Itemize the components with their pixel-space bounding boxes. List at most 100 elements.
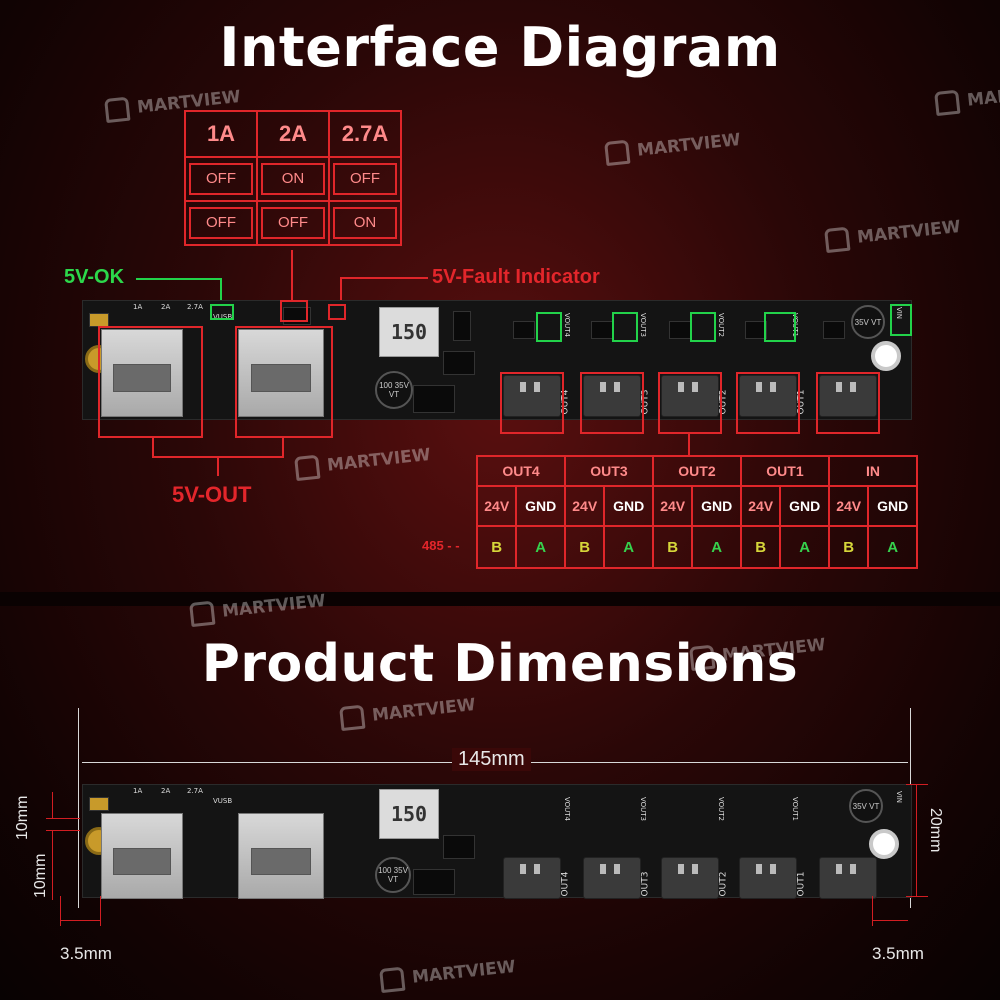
switch-leader-line xyxy=(291,250,293,300)
pin-b: B xyxy=(827,525,870,569)
dim-usb-spacing: 10mm xyxy=(32,853,49,898)
pin-b: B xyxy=(739,525,782,569)
out2-connector-highlight xyxy=(658,372,722,434)
dim-usb-offset: 10mm xyxy=(14,795,31,840)
usb-highlight-2 xyxy=(235,326,333,438)
pin-a: A xyxy=(515,525,566,569)
silk-vin: VIN xyxy=(895,790,904,804)
watermark-logo-icon xyxy=(824,226,851,254)
fuse-out2 xyxy=(669,321,691,339)
switch-cell: ON xyxy=(256,156,330,202)
switch-cell: ON xyxy=(328,200,402,246)
pin-gnd: GND xyxy=(603,485,654,527)
5v-ok-leader xyxy=(136,278,222,280)
pin-24v: 24V xyxy=(739,485,782,527)
5v-out-label: 5V-OUT xyxy=(172,482,252,507)
section-divider xyxy=(0,592,1000,606)
connector-out1 xyxy=(739,375,797,417)
fuse-out1 xyxy=(745,321,767,339)
switch-cell: OFF xyxy=(184,156,258,202)
silk-out3: OUT3 xyxy=(640,871,651,897)
usb-port-2 xyxy=(238,813,324,899)
silk-vout2: VOUT2 xyxy=(717,796,726,822)
dim-right-margin: 3.5mm xyxy=(872,944,924,963)
pin-a: A xyxy=(779,525,830,569)
dim-height: 20mm xyxy=(927,808,944,853)
dim-tick xyxy=(100,896,101,926)
capacitor-left: 100 35V VT xyxy=(375,371,413,409)
group-out3: OUT3 xyxy=(563,455,654,487)
silk-vout3: VOUT3 xyxy=(639,796,648,822)
usb-bracket xyxy=(152,438,154,458)
capacitor-left: 100 35V VT xyxy=(375,857,411,893)
fault-leader xyxy=(340,277,342,304)
regulator-chip xyxy=(413,869,455,895)
fault-led-highlight xyxy=(328,304,346,320)
fault-leader xyxy=(340,277,428,279)
dim-tick xyxy=(906,896,928,897)
switch-cell: OFF xyxy=(184,200,258,246)
dim-usb-spacing-line xyxy=(52,830,53,900)
watermark: MARTVIEW xyxy=(604,128,742,167)
connector-out1 xyxy=(739,857,797,899)
silk-vout1: VOUT1 xyxy=(791,796,800,822)
usb-bracket xyxy=(217,456,219,476)
silk-vusb: VUSB xyxy=(213,313,233,321)
pin-b: B xyxy=(563,525,606,569)
ic-chip xyxy=(443,351,475,375)
switch-cell: OFF xyxy=(256,200,330,246)
vout3-led-highlight xyxy=(612,312,638,342)
regulator-chip xyxy=(413,385,455,413)
silk-out2: OUT2 xyxy=(718,871,729,897)
pin-a: A xyxy=(691,525,742,569)
dim-tick xyxy=(60,896,61,926)
watermark: MARTVIEW xyxy=(379,955,517,994)
watermark-logo-icon xyxy=(294,454,321,482)
connector-out4 xyxy=(503,857,561,899)
silk-vout2: VOUT2 xyxy=(717,312,726,338)
group-in: IN xyxy=(827,455,919,487)
watermark-logo-icon xyxy=(104,96,131,124)
dim-tick xyxy=(906,784,928,785)
out3-connector-highlight xyxy=(580,372,644,434)
dim-left-margin: 3.5mm xyxy=(60,944,112,963)
pin-b: B xyxy=(651,525,694,569)
dim-height-line xyxy=(916,784,917,896)
usb-bracket xyxy=(282,438,284,458)
group-out4: OUT4 xyxy=(476,455,566,487)
dim-left-margin-line xyxy=(60,920,100,921)
watermark-text: MARTVIEW xyxy=(326,444,432,476)
watermark-text: MARTVIEW xyxy=(966,79,1000,111)
watermark-logo-icon xyxy=(689,644,716,672)
usb-port-2 xyxy=(238,329,324,417)
switch-state: OFF xyxy=(333,163,397,195)
watermark-logo-icon xyxy=(189,600,216,628)
connector-out2 xyxy=(661,375,719,417)
connector-in xyxy=(819,857,877,899)
watermark-logo-icon xyxy=(934,89,961,117)
watermark-text: MARTVIEW xyxy=(856,216,962,248)
pin-24v: 24V xyxy=(475,485,518,527)
dim-tick xyxy=(872,896,873,926)
capacitor-right: 35V VT xyxy=(851,305,885,339)
pin-a: A xyxy=(603,525,654,569)
watermark: MARTVIEW xyxy=(294,443,432,482)
5v-ok-led-highlight xyxy=(210,304,234,320)
switch-state: ON xyxy=(333,207,397,239)
pcb-board-top: 1A 2A 2.7A VUSB 150 100 35V VT VOUT4 VOU… xyxy=(82,300,912,420)
pin-gnd: GND xyxy=(515,485,566,527)
vout2-led-highlight xyxy=(690,312,716,342)
watermark: MARTVIEW xyxy=(934,78,1000,117)
pin-gnd: GND xyxy=(867,485,918,527)
pin-24v: 24V xyxy=(827,485,870,527)
out1-connector-highlight xyxy=(736,372,800,434)
pcb-board-bottom: 1A 2A 2.7A VUSB 150 100 35V VT VOUT4 VOU… xyxy=(82,784,912,899)
group-out2: OUT2 xyxy=(651,455,742,487)
silk-vusb: VUSB xyxy=(213,797,233,805)
vout4-led-highlight xyxy=(536,312,562,342)
vout1-led-highlight xyxy=(764,312,796,342)
capacitor-right: 35V VT xyxy=(849,789,883,823)
connector-out4 xyxy=(503,375,561,417)
watermark-text: MARTVIEW xyxy=(411,956,517,988)
connector-out3 xyxy=(583,375,641,417)
